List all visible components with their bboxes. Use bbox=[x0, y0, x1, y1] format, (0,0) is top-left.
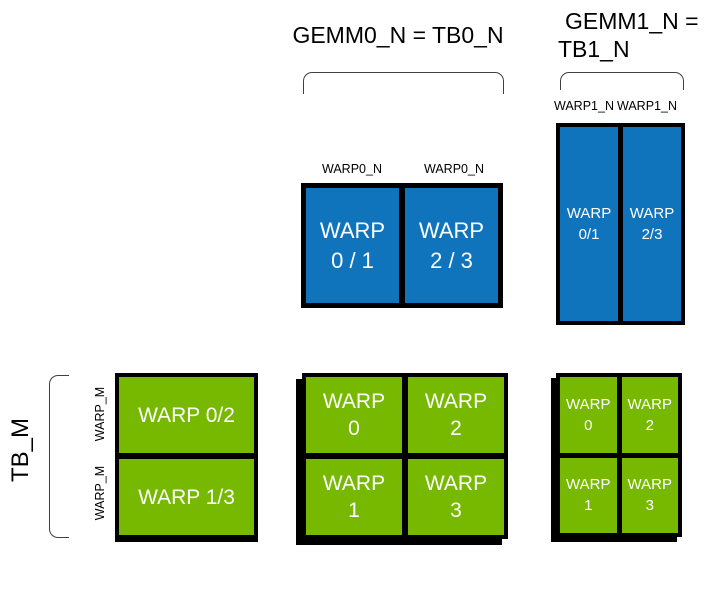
warp-cell-text: WARP bbox=[629, 205, 675, 222]
warp1-n-label-right: WARP1_N bbox=[617, 99, 677, 113]
warp-cell-text: WARP bbox=[627, 395, 672, 413]
tb1-warp-cell-0: WARP 0 bbox=[560, 377, 617, 453]
warp-cell-text: 2 bbox=[450, 417, 462, 440]
warp-cell-text: WARP bbox=[566, 205, 612, 222]
tb0-warp-grid: WARP 0 WARP 2 WARP 1 WARP 3 bbox=[302, 373, 508, 539]
warp-cell-text: WARP bbox=[418, 217, 485, 243]
gemm0-title: GEMM0_N = TB0_N bbox=[292, 22, 504, 48]
warp-cell-text: WARP bbox=[424, 472, 488, 495]
tb1-warp-cell-2: WARP 2 bbox=[621, 377, 678, 453]
tb-m-axis-title: TB_M bbox=[7, 417, 34, 482]
gemm1-warp-tile-box: WARP 0/1 WARP 2/3 bbox=[556, 123, 685, 325]
warp-cell-text: WARP bbox=[319, 217, 386, 243]
warp-m-label-bottom: WARP_M bbox=[93, 465, 107, 521]
warp-cell-text: 2 bbox=[645, 416, 654, 434]
gemm0-n-bracket bbox=[303, 72, 504, 94]
warp0-n-label-right: WARP0_N bbox=[424, 162, 484, 176]
tb0-warp-cell-2: WARP 2 bbox=[408, 377, 504, 453]
warp-cell-text: WARP bbox=[424, 390, 488, 413]
warp-cell-text: WARP bbox=[566, 395, 611, 413]
tb1-warp-cell-3: WARP 3 bbox=[621, 457, 678, 533]
warp-row-cell-13: WARP 1/3 bbox=[119, 459, 254, 535]
warp-cell-text: WARP 1/3 bbox=[138, 485, 235, 509]
gemm1-title-line1: GEMM1_N = bbox=[565, 8, 699, 34]
warp1-n-label-left: WARP1_N bbox=[554, 99, 614, 113]
gemm1-warp-cell-23: WARP 2/3 bbox=[623, 127, 681, 321]
tb0-warp-cell-1: WARP 1 bbox=[306, 459, 402, 535]
gemm0-warp-cell-01: WARP 0 / 1 bbox=[306, 188, 399, 303]
tb1-warp-grid: WARP 0 WARP 2 WARP 1 WARP 3 bbox=[556, 373, 682, 537]
warp-cell-text: 3 bbox=[645, 497, 654, 515]
tb1-warp-cell-1: WARP 1 bbox=[560, 457, 617, 533]
warp-m-label-top: WARP_M bbox=[93, 386, 107, 442]
tb0-warp-cell-3: WARP 3 bbox=[408, 459, 504, 535]
warp0-n-label-left: WARP0_N bbox=[322, 162, 382, 176]
gemm1-title-line2: TB1_N bbox=[558, 36, 630, 62]
gemm0-warp-tile-box: WARP 0 / 1 WARP 2 / 3 bbox=[301, 183, 503, 308]
gemm0-warp-cell-23: WARP 2 / 3 bbox=[405, 188, 498, 303]
gemm1-warp-cell-01: WARP 0/1 bbox=[560, 127, 618, 321]
warp-row-cell-02: WARP 0/2 bbox=[119, 377, 254, 453]
gemm1-n-bracket bbox=[560, 72, 684, 90]
warp-cell-text: 0 bbox=[584, 416, 593, 434]
warp-cell-text: 0 bbox=[348, 417, 360, 440]
warp-cell-text: WARP bbox=[322, 390, 386, 413]
warp-cell-text: 0 / 1 bbox=[331, 247, 374, 273]
warp-cell-text: WARP bbox=[627, 476, 672, 494]
tb-m-warp-rows-box: WARP 0/2 WARP 1/3 bbox=[115, 373, 258, 542]
tb-m-bracket bbox=[49, 375, 69, 538]
warp-cell-text: WARP bbox=[566, 476, 611, 494]
warp-cell-text: 0/1 bbox=[578, 226, 600, 243]
warp-cell-text: 1 bbox=[348, 499, 360, 522]
gemm1-title: GEMM1_N = TB1_N bbox=[558, 7, 708, 63]
warp-cell-text: WARP bbox=[322, 472, 386, 495]
warp-cell-text: 2/3 bbox=[641, 226, 663, 243]
warp-cell-text: 1 bbox=[584, 497, 593, 515]
warp-cell-text: 3 bbox=[450, 499, 462, 522]
warp-cell-text: WARP 0/2 bbox=[138, 403, 235, 427]
tb0-warp-cell-0: WARP 0 bbox=[306, 377, 402, 453]
warp-cell-text: 2 / 3 bbox=[430, 247, 473, 273]
